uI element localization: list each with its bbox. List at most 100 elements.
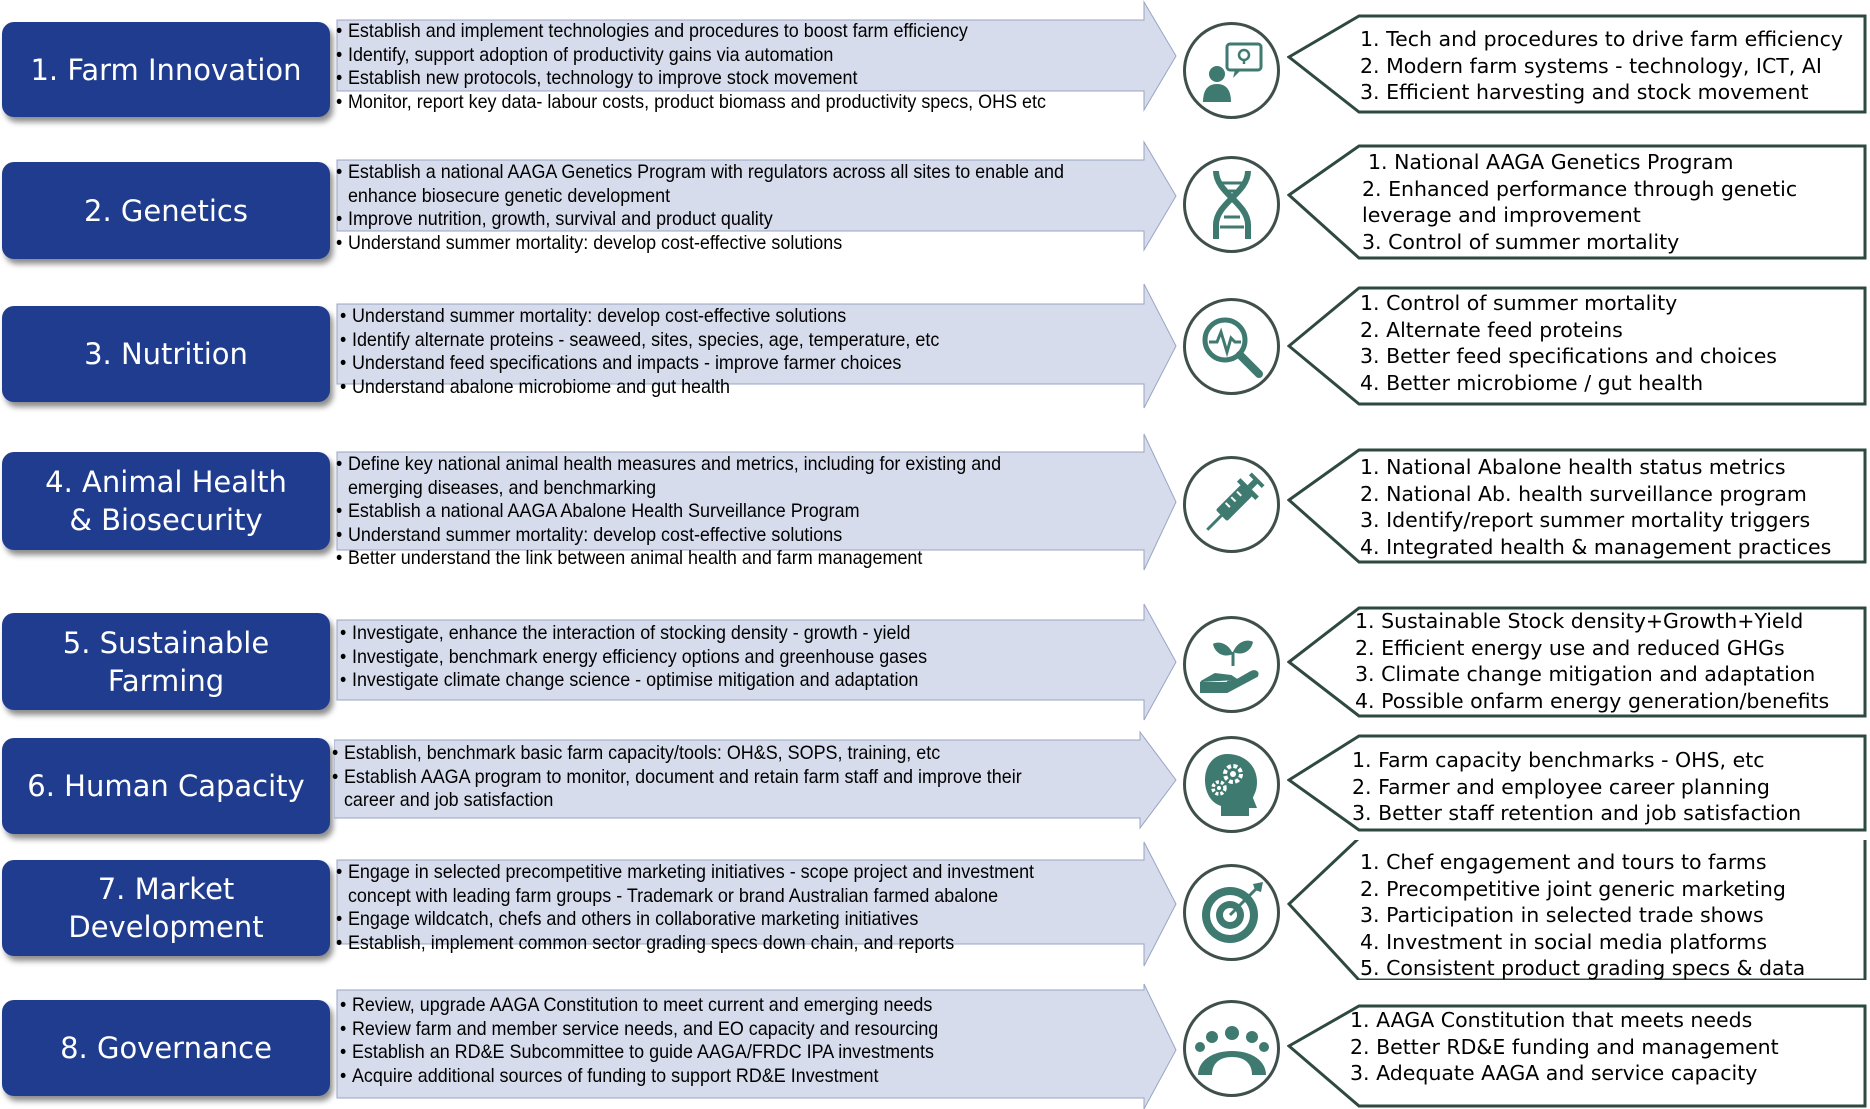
outcome-item: 3. Control of summer mortality xyxy=(1362,229,1680,254)
outcome-item: 3. Efficient harvesting and stock moveme… xyxy=(1360,80,1809,104)
category-label: 2. Genetics xyxy=(2,162,330,259)
outcome-box xyxy=(1287,144,1867,260)
outcome-item: 4. Better microbiome / gut health xyxy=(1360,370,1704,395)
action-item: Establish a national AAGA Genetics Progr… xyxy=(336,161,1072,208)
row-market-development: 7. Market Development Engage in selected… xyxy=(0,840,1870,980)
outcome-list: 1. Tech and procedures to drive farm eff… xyxy=(1360,26,1865,106)
outcome-box xyxy=(1287,1004,1867,1108)
action-item: Identify alternate proteins - seaweed, s… xyxy=(340,329,1076,353)
outcome-item: 2. Better RD&E funding and management xyxy=(1350,1034,1779,1059)
action-item: Better understand the link between anima… xyxy=(336,547,1072,571)
row-nutrition: 3. Nutrition Understand summer mortality… xyxy=(0,280,1870,430)
category-label: 6. Human Capacity xyxy=(2,738,330,834)
outcome-box xyxy=(1287,14,1867,114)
outcome-box xyxy=(1287,286,1867,406)
action-item: Monitor, report key data- labour costs, … xyxy=(336,91,1072,115)
outcome-box xyxy=(1287,840,1867,980)
action-item: Investigate, enhance the interaction of … xyxy=(340,622,1076,646)
outcome-item: 1. Control of summer mortality xyxy=(1360,291,1678,315)
outcome-item: 1. National Abalone health status metric… xyxy=(1360,455,1786,479)
group-meeting-icon xyxy=(1183,1000,1280,1097)
outcome-item: 1. National AAGA Genetics Program xyxy=(1368,150,1734,174)
action-item: Establish AAGA program to monitor, docum… xyxy=(332,766,1068,813)
outcome-item: 3. Better staff retention and job satisf… xyxy=(1352,801,1802,825)
category-label: 1. Farm Innovation xyxy=(2,22,330,117)
action-item: Understand summer mortality: develop cos… xyxy=(336,524,1072,548)
action-list: Establish, benchmark basic farm capacity… xyxy=(332,742,1068,813)
action-item: Understand feed specifications and impac… xyxy=(340,352,1076,376)
category-label: 7. Market Development xyxy=(2,860,330,956)
syringe-icon xyxy=(1183,456,1280,553)
action-item: Understand summer mortality: develop cos… xyxy=(336,232,1072,256)
action-item: Establish, implement common sector gradi… xyxy=(336,932,1072,956)
outcome-list: 1. Control of summer mortality 2. Altern… xyxy=(1360,290,1865,396)
outcome-item: 2. National Ab. health surveillance prog… xyxy=(1360,481,1807,506)
outcome-item: 2. Enhanced performance through genetic … xyxy=(1362,176,1798,228)
head-gears-icon xyxy=(1183,736,1280,833)
outcome-list: 1. Farm capacity benchmarks - OHS, etc 2… xyxy=(1352,747,1857,827)
action-item: Investigate, benchmark energy efficiency… xyxy=(340,646,1076,670)
action-list: Define key national animal health measur… xyxy=(336,453,1072,571)
outcome-item: 4. Possible onfarm energy generation/ben… xyxy=(1355,688,1830,713)
action-item: Investigate climate change science - opt… xyxy=(340,669,1076,693)
outcome-item: 2. Modern farm systems - technology, ICT… xyxy=(1360,53,1822,78)
outcome-item: 1. Sustainable Stock density+Growth+Yiel… xyxy=(1355,609,1804,633)
action-list: Establish and implement technologies and… xyxy=(336,20,1072,114)
action-item: Establish and implement technologies and… xyxy=(336,20,1072,44)
outcome-item: 2. Alternate feed proteins xyxy=(1360,317,1623,342)
category-label: 8. Governance xyxy=(2,1000,330,1096)
hand-plant-icon xyxy=(1183,616,1280,713)
action-item: Engage wildcatch, chefs and others in co… xyxy=(336,908,1072,932)
action-item: Identify, support adoption of productivi… xyxy=(336,44,1072,68)
outcome-item: 2. Precompetitive joint generic marketin… xyxy=(1360,876,1786,901)
outcome-item: 3. Climate change mitigation and adaptat… xyxy=(1355,662,1816,686)
dna-icon xyxy=(1183,156,1280,253)
action-list: Review, upgrade AAGA Constitution to mee… xyxy=(340,994,1076,1088)
target-icon xyxy=(1183,864,1280,961)
action-item: Engage in selected precompetitive market… xyxy=(336,861,1072,908)
outcome-item: 1. AAGA Constitution that meets needs xyxy=(1350,1008,1753,1032)
category-label: 3. Nutrition xyxy=(2,306,330,402)
action-item: Improve nutrition, growth, survival and … xyxy=(336,208,1072,232)
outcome-item: 4. Investment in social media platforms xyxy=(1360,929,1768,954)
action-list: Understand summer mortality: develop cos… xyxy=(340,305,1076,399)
outcome-box xyxy=(1287,606,1867,718)
outcome-list: 1. National AAGA Genetics Program 2. Enh… xyxy=(1362,149,1822,255)
outcome-item: 3. Participation in selected trade shows xyxy=(1360,903,1764,927)
row-human-capacity: 6. Human Capacity Establish, benchmark b… xyxy=(0,730,1870,840)
outcome-item: 4. Integrated health & management practi… xyxy=(1360,534,1832,559)
action-item: Review farm and member service needs, an… xyxy=(340,1018,1076,1042)
outcome-item: 1. Chef engagement and tours to farms xyxy=(1360,850,1767,874)
outcome-item: 3. Better feed specifications and choice… xyxy=(1360,344,1777,368)
action-item: Establish, benchmark basic farm capacity… xyxy=(332,742,1068,766)
action-item: Establish new protocols, technology to i… xyxy=(336,67,1072,91)
action-list: Investigate, enhance the interaction of … xyxy=(340,622,1076,693)
row-farm-innovation: 1. Farm Innovation Establish and impleme… xyxy=(0,0,1870,125)
action-item: Review, upgrade AAGA Constitution to mee… xyxy=(340,994,1076,1018)
outcome-list: 1. Sustainable Stock density+Growth+Yiel… xyxy=(1355,608,1860,714)
outcome-list: 1. AAGA Constitution that meets needs 2.… xyxy=(1350,1007,1855,1087)
action-list: Engage in selected precompetitive market… xyxy=(336,861,1072,955)
category-label: 5. Sustainable Farming xyxy=(2,613,330,710)
row-governance: 8. Governance Review, upgrade AAGA Const… xyxy=(0,980,1870,1109)
action-item: Define key national animal health measur… xyxy=(336,453,1072,500)
idea-presenter-icon xyxy=(1183,22,1280,119)
row-sustainable-farming: 5. Sustainable Farming Investigate, enha… xyxy=(0,600,1870,730)
action-item: Establish an RD&E Subcommittee to guide … xyxy=(340,1041,1076,1065)
row-genetics: 2. Genetics Establish a national AAGA Ge… xyxy=(0,140,1870,265)
action-item: Understand summer mortality: develop cos… xyxy=(340,305,1076,329)
outcome-item: 3. Adequate AAGA and service capacity xyxy=(1350,1061,1758,1085)
outcome-item: 5. Consistent product grading specs & da… xyxy=(1360,956,1806,980)
action-item: Understand abalone microbiome and gut he… xyxy=(340,376,1076,400)
action-item: Establish a national AAGA Abalone Health… xyxy=(336,500,1072,524)
outcome-list: 1. Chef engagement and tours to farms 2.… xyxy=(1360,849,1865,982)
outcome-item: 1. Farm capacity benchmarks - OHS, etc xyxy=(1352,748,1765,772)
outcome-item: 3. Identify/report summer mortality trig… xyxy=(1360,508,1811,532)
row-animal-health: 4. Animal Health & Biosecurity Define ke… xyxy=(0,430,1870,600)
action-list: Establish a national AAGA Genetics Progr… xyxy=(336,161,1072,255)
outcome-box xyxy=(1287,734,1867,832)
magnifier-pulse-icon xyxy=(1183,298,1280,395)
outcome-list: 1. National Abalone health status metric… xyxy=(1360,454,1865,560)
action-item: Acquire additional sources of funding to… xyxy=(340,1065,1076,1089)
outcome-box xyxy=(1287,448,1867,564)
